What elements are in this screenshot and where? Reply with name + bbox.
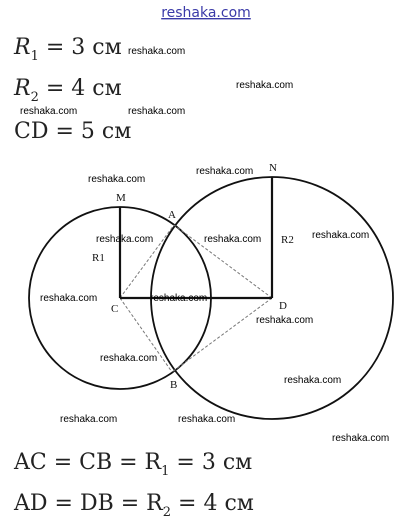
watermark: reshaka.com (40, 293, 97, 304)
watermarks: reshaka.com reshaka.com reshaka.com resh… (20, 46, 389, 444)
point-label-a: A (168, 209, 176, 221)
radius-label-r1: R1 (92, 252, 105, 264)
watermark: reshaka.com (128, 46, 185, 57)
watermark: reshaka.com (100, 353, 157, 364)
conclusion-line-1: AC = CB = R1 = 3 см (13, 450, 252, 479)
conclusion-line-2: AD = DB = R2 = 4 см (13, 491, 254, 520)
given-r1-rest: = 3 см (39, 35, 122, 60)
radius-label-r2: R2 (281, 234, 294, 246)
watermark: reshaka.com (88, 174, 145, 185)
watermark: reshaka.com (128, 106, 185, 117)
point-label-n: N (269, 162, 277, 174)
dashed-segments (119, 224, 273, 373)
point-label-c: C (111, 303, 118, 315)
watermark: reshaka.com (312, 230, 369, 241)
watermark: reshaka.com (332, 433, 389, 444)
segment-ca (119, 224, 175, 299)
conclusion-line-1-pre: AC = CB = R (13, 450, 163, 475)
given-r2-rest: = 4 см (39, 76, 122, 101)
brand-header: reshaka.com (161, 5, 251, 21)
point-label-m: M (116, 192, 126, 204)
watermark: reshaka.com (256, 315, 313, 326)
given-r2: R2 = 4 см (13, 76, 122, 105)
segment-cb (119, 297, 173, 373)
watermark: reshaka.com (60, 414, 117, 425)
watermark: reshaka.com (236, 80, 293, 91)
watermark: reshaka.com (20, 106, 77, 117)
point-label-d: D (279, 300, 287, 312)
watermark: reshaka.com (196, 166, 253, 177)
point-label-b: B (170, 379, 177, 391)
conclusion-line-2-sub: 2 (163, 505, 171, 520)
given-r2-var: R (13, 76, 31, 101)
given-cd: CD = 5 см (14, 119, 131, 144)
segment-da (173, 224, 273, 299)
conclusion-line-2-rest: = 4 см (171, 491, 254, 516)
watermark: reshaka.com (204, 234, 261, 245)
given-r1-var: R (13, 35, 31, 60)
watermark: reshaka.com (178, 414, 235, 425)
conclusion-line-1-rest: = 3 см (169, 450, 252, 475)
watermark: reshaka.com (150, 293, 207, 304)
segment-db (171, 297, 273, 373)
conclusion-line-2-pre: AD = DB = R (13, 491, 164, 516)
watermark: reshaka.com (96, 234, 153, 245)
given-r2-sub: 2 (31, 90, 39, 105)
watermark: reshaka.com (284, 375, 341, 386)
given-r1-sub: 1 (31, 49, 39, 64)
conclusion-line-1-sub: 1 (161, 464, 169, 479)
given-r1: R1 = 3 см (13, 35, 122, 64)
